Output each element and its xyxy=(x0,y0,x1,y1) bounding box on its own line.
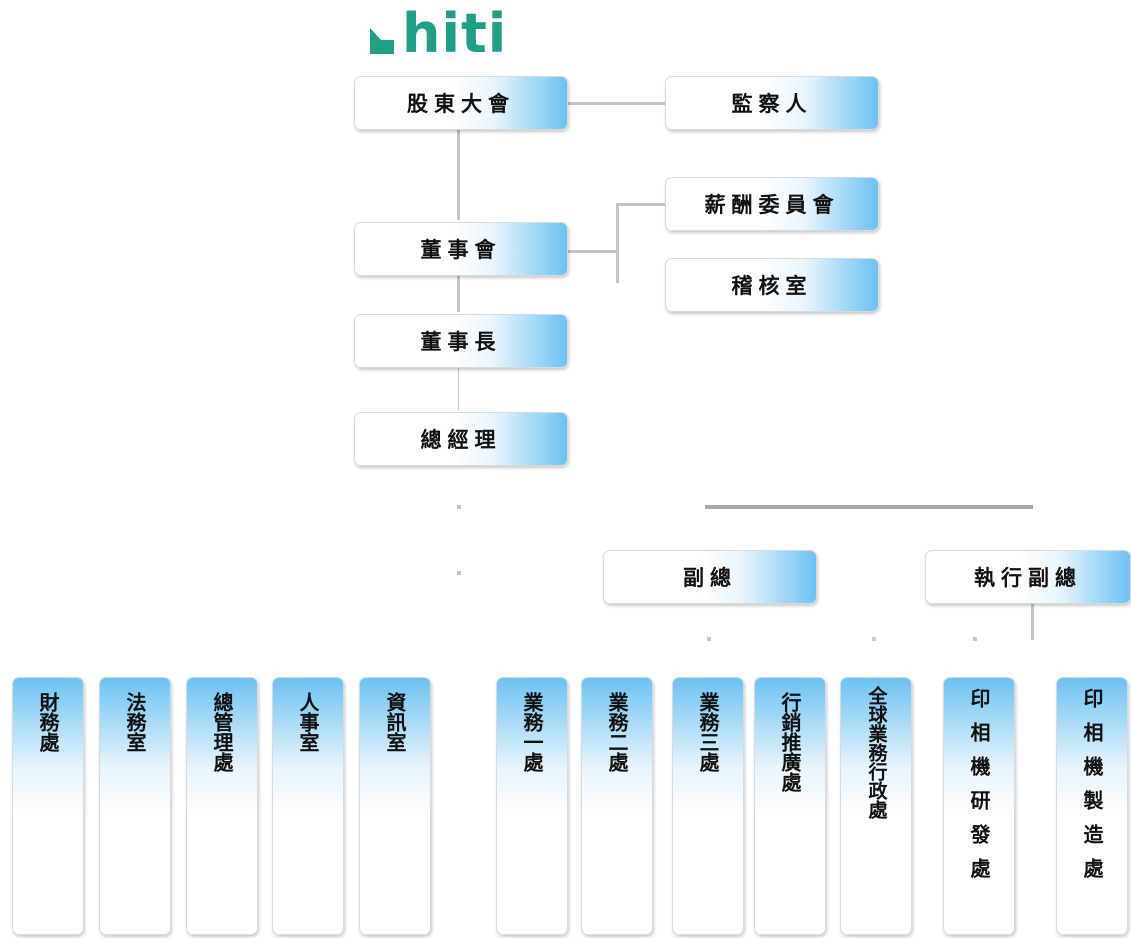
executive-vice-president-box: 執行副總 xyxy=(925,550,1131,604)
department-label: 印相機研發處 xyxy=(967,688,991,892)
department-label: 行銷推廣處 xyxy=(778,692,802,792)
department-printer-mfg-box: 印相機製造處 xyxy=(1056,677,1128,935)
department-it-box: 資訊室 xyxy=(359,677,431,935)
connector-dot xyxy=(707,637,711,641)
department-global-sales-admin-box: 全球業務行政處 xyxy=(840,677,912,935)
department-label: 業務二處 xyxy=(605,692,629,772)
compensation-committee-box: 薪酬委員會 xyxy=(665,177,879,231)
supervisor-box: 監察人 xyxy=(665,76,879,130)
vice-president-box: 副總 xyxy=(603,550,817,604)
connector-dot xyxy=(457,505,461,509)
connector-dot xyxy=(973,637,977,641)
logo-mark-icon xyxy=(368,14,396,54)
connector-shareholders-board xyxy=(457,130,460,220)
department-label: 財務處 xyxy=(36,692,60,752)
department-sales-2-box: 業務二處 xyxy=(581,677,653,935)
connector-executive-bar xyxy=(705,505,1033,509)
connector-board-committees xyxy=(568,250,618,253)
department-printer-rd-box: 印相機研發處 xyxy=(943,677,1015,935)
board-box: 董事會 xyxy=(354,222,568,276)
connector-board-chairman xyxy=(457,276,460,312)
connector-evp-down xyxy=(1031,604,1034,640)
connector-committees-trunk xyxy=(616,203,619,283)
connector-dot xyxy=(872,637,876,641)
department-label: 印相機製造處 xyxy=(1080,688,1104,892)
chairman-box: 董事長 xyxy=(354,314,568,368)
department-general-admin-box: 總管理處 xyxy=(186,677,258,935)
department-label: 人事室 xyxy=(296,692,320,752)
shareholders-box: 股東大會 xyxy=(354,76,568,130)
connector-to-compensation xyxy=(616,203,666,206)
connector-shareholders-supervisor xyxy=(568,102,666,105)
hiti-logo: hiti xyxy=(368,6,558,62)
department-legal-box: 法務室 xyxy=(99,677,171,935)
general-manager-box: 總經理 xyxy=(354,412,568,466)
department-label: 總管理處 xyxy=(210,692,234,772)
department-label: 業務一處 xyxy=(520,692,544,772)
department-label: 全球業務行政處 xyxy=(865,686,888,819)
department-finance-box: 財務處 xyxy=(12,677,84,935)
department-label: 法務室 xyxy=(123,692,147,752)
department-sales-1-box: 業務一處 xyxy=(496,677,568,935)
department-marketing-box: 行銷推廣處 xyxy=(754,677,826,935)
connector-dot xyxy=(457,571,461,575)
department-label: 業務三處 xyxy=(696,692,720,772)
connector-chairman-gm xyxy=(458,368,459,410)
department-label: 資訊室 xyxy=(383,692,407,752)
logo-wordmark: hiti xyxy=(402,2,508,65)
department-sales-3-box: 業務三處 xyxy=(672,677,744,935)
audit-office-box: 稽核室 xyxy=(665,258,879,312)
department-hr-box: 人事室 xyxy=(272,677,344,935)
